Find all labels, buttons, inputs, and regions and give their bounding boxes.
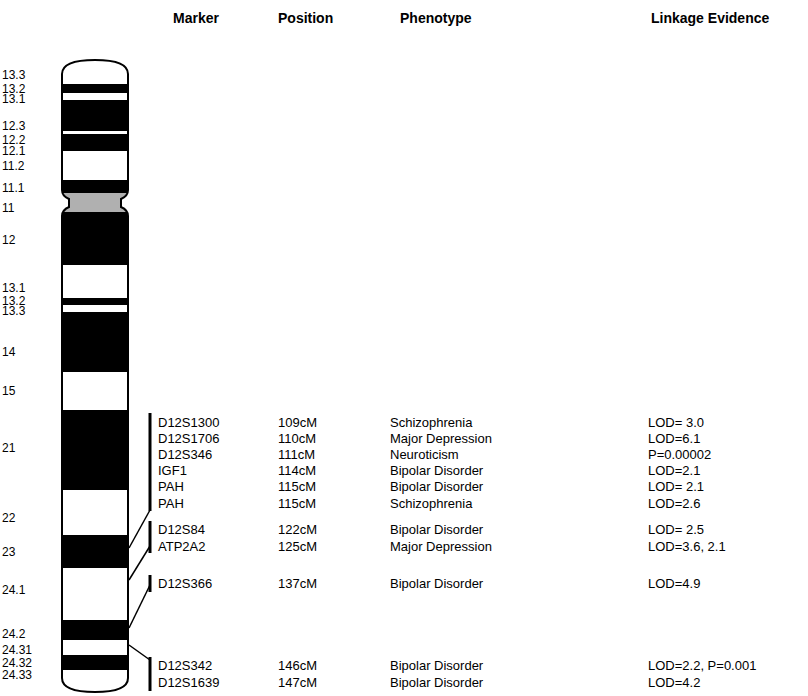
linkage-value: P=0.00002 [648,448,711,461]
marker-name: D12S1300 [158,416,219,429]
linkage-value: LOD=6.1 [648,432,700,445]
marker-name: D12S1706 [158,432,219,445]
phenotype-name: Bipolar Disorder [390,523,483,536]
map-position: 109cM [278,416,317,429]
map-position: 125cM [278,540,317,553]
marker-name: ATP2A2 [158,540,205,553]
band-label: 12.3 [2,120,25,132]
marker-name: PAH [158,497,184,510]
band-label: 24.31 [2,644,32,656]
linkage-value: LOD=4.2 [648,676,700,689]
marker-name: IGF1 [158,464,187,477]
marker-name: D12S346 [158,448,212,461]
linkage-value: LOD=2.1 [648,464,700,477]
band-label: 24.32 [2,657,32,669]
marker-name: D12S342 [158,659,212,672]
linkage-value: LOD=4.9 [648,577,700,590]
band-label: 22 [2,512,15,524]
band-label: 24.2 [2,628,25,640]
map-position: 147cM [278,676,317,689]
map-position: 114cM [278,464,316,477]
band-label: 11 [2,202,14,214]
linkage-value: LOD=2.6 [648,497,700,510]
column-header: Marker [173,11,219,25]
marker-name: PAH [158,480,184,493]
band-label: 12.1 [2,145,25,157]
phenotype-name: Bipolar Disorder [390,480,483,493]
map-position: 115cM [278,480,316,493]
phenotype-name: Schizophrenia [390,416,472,429]
band-label: 21 [2,442,15,454]
marker-name: D12S84 [158,523,205,536]
band-label: 24.33 [2,669,32,681]
phenotype-name: Schizophrenia [390,497,472,510]
phenotype-name: Major Depression [390,540,492,553]
marker-name: D12S1639 [158,676,219,689]
marker-name: D12S366 [158,577,212,590]
map-position: 122cM [278,523,317,536]
phenotype-name: Bipolar Disorder [390,676,483,689]
phenotype-name: Bipolar Disorder [390,464,483,477]
band-label: 13.3 [2,69,25,81]
map-position: 146cM [278,659,317,672]
column-header: Phenotype [400,11,472,25]
phenotype-name: Major Depression [390,432,492,445]
linkage-value: LOD= 3.0 [648,416,704,429]
map-position: 115cM [278,497,316,510]
band-label: 24.1 [2,584,25,596]
band-label: 15 [2,385,15,397]
band-label: 13.1 [2,93,25,105]
map-position: 137cM [278,577,317,590]
band-label: 23 [2,546,15,558]
linkage-value: LOD=3.6, 2.1 [648,540,726,553]
chromosome-bands [55,55,135,695]
map-position: 111cM [278,448,315,461]
band-label: 14 [2,346,15,358]
phenotype-name: Bipolar Disorder [390,659,483,672]
band-label: 11.1 [2,182,24,194]
linkage-value: LOD= 2.1 [648,480,704,493]
linkage-value: LOD= 2.5 [648,523,704,536]
phenotype-name: Bipolar Disorder [390,577,483,590]
chromosome-outline [62,60,128,692]
phenotype-name: Neuroticism [390,448,459,461]
map-position: 110cM [278,432,316,445]
band-label: 11.2 [2,160,24,172]
band-label: 12 [2,234,15,246]
column-header: Linkage Evidence [651,11,769,25]
band-label: 13.1 [2,282,25,294]
band-label: 13.3 [2,305,25,317]
leader-lines [129,413,150,691]
column-header: Position [278,11,333,25]
linkage-value: LOD=2.2, P=0.001 [648,659,756,672]
